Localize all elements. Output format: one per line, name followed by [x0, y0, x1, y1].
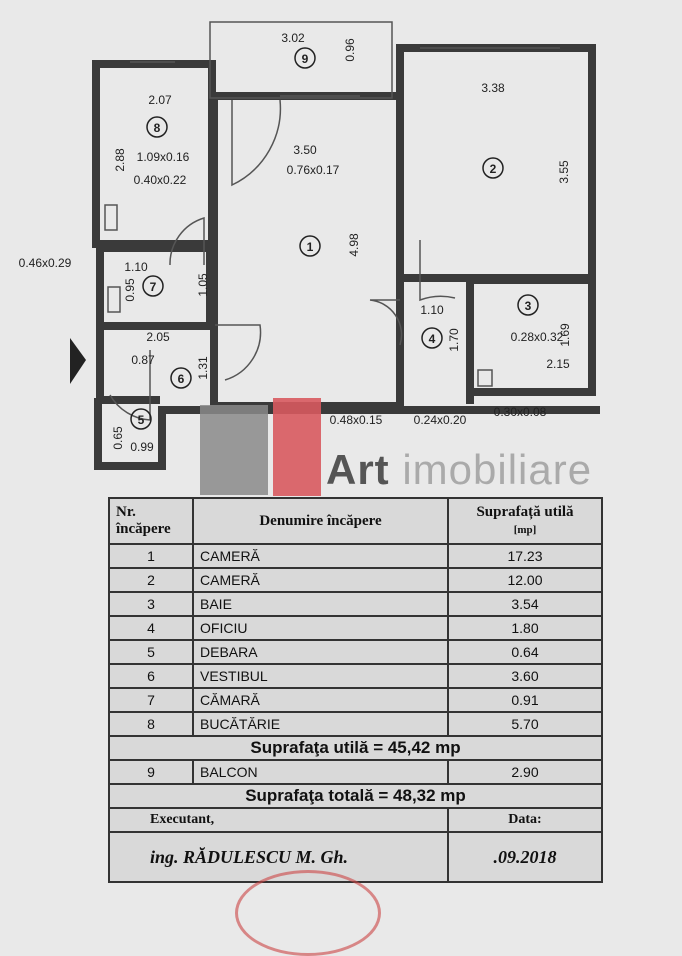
- room-number-1: 1: [307, 240, 314, 254]
- dim-label: 4.98: [347, 233, 361, 257]
- dim-label: 0.30x0.08: [494, 405, 547, 419]
- dim-label: 0.87: [131, 353, 155, 367]
- grand-total-row: Suprafaţa totală = 48,32 mp: [108, 783, 603, 809]
- dim-label: 1.69: [558, 323, 572, 347]
- watermark-red-block: [273, 398, 321, 496]
- header-name: Denumire încăpere: [192, 497, 449, 545]
- watermark-grey-block: [200, 405, 268, 495]
- watermark-logo: Art imobiliare: [326, 446, 593, 493]
- dim-label: 0.28x0.32: [511, 330, 564, 344]
- dim-label: 2.88: [113, 148, 127, 172]
- header-area: Suprafață utilă[mp]: [447, 497, 603, 545]
- signature-label-row: Executant, Data:: [108, 807, 603, 833]
- dim-label: 3.02: [281, 31, 305, 45]
- floor-plan: 9 8 1 2 3 4 5 6 7 3.02 0.96 2.07 2.88 1.…: [19, 21, 600, 470]
- dim-label: 0.48x0.15: [330, 413, 383, 427]
- room-number-8: 8: [154, 121, 161, 135]
- room-number-7: 7: [150, 280, 157, 294]
- dim-label: 1.31: [196, 356, 210, 380]
- room-number-6: 6: [178, 372, 185, 386]
- dim-label: 2.07: [148, 93, 172, 107]
- dim-label: 0.24x0.20: [414, 413, 467, 427]
- room-number-9: 9: [302, 52, 309, 66]
- entrance-arrow-icon: [70, 338, 86, 384]
- dim-label: 0.40x0.22: [134, 173, 187, 187]
- dim-label: 0.99: [130, 440, 154, 454]
- rooms-table: Nr. încăpere Denumire încăpere Suprafață…: [108, 497, 603, 883]
- dim-label: 1.70: [447, 328, 461, 352]
- room-number-3: 3: [525, 299, 532, 313]
- dim-label: 2.15: [546, 357, 570, 371]
- dim-label: 3.38: [481, 81, 505, 95]
- dim-label: 0.65: [111, 426, 125, 450]
- room-number-4: 4: [429, 332, 436, 346]
- signature-row: ing. RĂDULESCU M. Gh. .09.2018: [108, 831, 603, 883]
- stamp-seal: [235, 870, 381, 956]
- dim-label: 0.76x0.17: [287, 163, 340, 177]
- dim-label: 1.10: [420, 303, 444, 317]
- table-header: Nr. încăpere Denumire încăpere Suprafață…: [108, 497, 603, 545]
- dim-label: 0.96: [343, 38, 357, 62]
- dim-label: 1.10: [124, 260, 148, 274]
- useful-total-row: Suprafaţa utilă = 45,42 mp: [108, 735, 603, 761]
- room-number-2: 2: [490, 162, 497, 176]
- document-date: .09.2018: [447, 831, 603, 883]
- dim-label: 1.09x0.16: [137, 150, 190, 164]
- dim-label: 1.05: [196, 273, 210, 297]
- room-number-5: 5: [138, 413, 145, 427]
- dim-label: 3.50: [293, 143, 317, 157]
- header-nr: Nr. încăpere: [108, 497, 194, 545]
- dim-label: 0.46x0.29: [19, 256, 72, 270]
- dim-label: 2.05: [146, 330, 170, 344]
- dim-label: 3.55: [557, 160, 571, 184]
- dim-label: 0.95: [123, 278, 137, 302]
